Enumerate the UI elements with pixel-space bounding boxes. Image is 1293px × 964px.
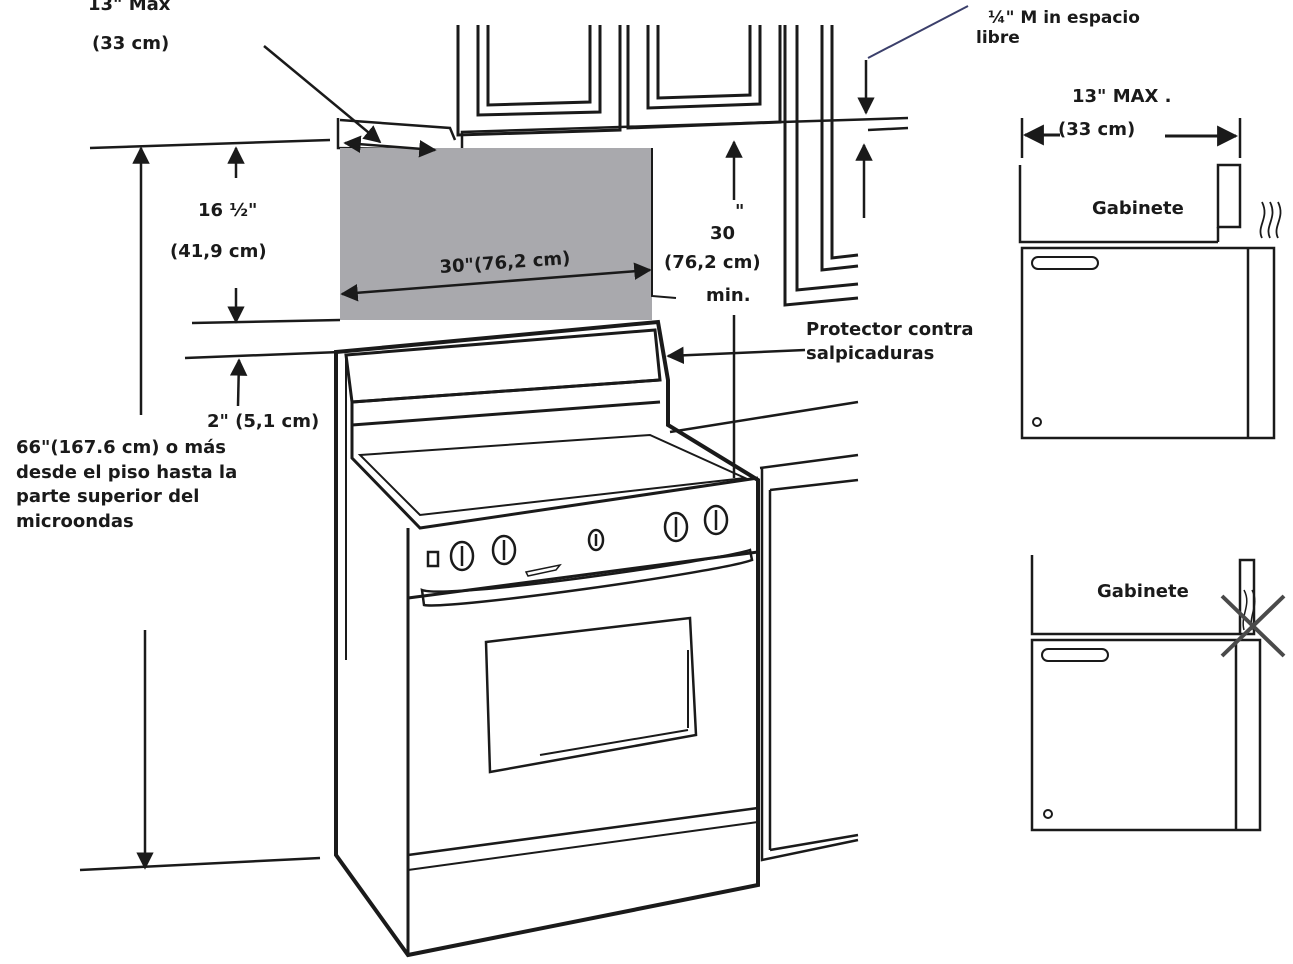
cabinet-label: Gabinete (1097, 581, 1189, 602)
height-16-cm-label: (41,9 cm) (170, 241, 267, 262)
backsplash-edge (651, 148, 677, 299)
clearance-label-line1: ¼" M in espacio (988, 8, 1140, 28)
countertop (669, 400, 859, 862)
side-detail-correct (1018, 118, 1276, 440)
cabinet-label: Gabinete (1092, 198, 1184, 219)
dimension-arrows (132, 45, 875, 870)
side-max-arrows (1022, 124, 1239, 147)
stove-knobs (426, 504, 729, 577)
clearance-label-line2: libre (976, 28, 1020, 48)
height-16-label: 16 ½" (198, 200, 257, 221)
floor-height-line2: desde el piso hasta la (16, 462, 237, 483)
floor-height-line1: 66"(167.6 cm) o más (16, 437, 226, 458)
clearance-30-cm-label: (76,2 cm) (664, 252, 761, 273)
clearance-30-min-label: min. (706, 285, 751, 306)
clearance-30-quote: " (735, 201, 744, 222)
floor-height-line4: microondas (16, 511, 134, 532)
floor-height-line3: parte superior del (16, 486, 199, 507)
side-max-label: 13" MAX . (1072, 86, 1172, 107)
heat-waves-icon (1259, 201, 1282, 239)
clearance-30-label: 30 (710, 223, 735, 244)
upper-cabinets (456, 25, 859, 307)
gap-2-label: 2" (5,1 cm) (207, 411, 319, 432)
clearance-leader (867, 5, 969, 59)
top-max-cm-label: (33 cm) (92, 33, 169, 54)
x-mark-icon (1220, 594, 1286, 658)
side-max-cm-label: (33 cm) (1058, 119, 1135, 140)
backsplash-label-line2: salpicaduras (806, 343, 934, 364)
backsplash-area (340, 148, 652, 320)
range-stove (334, 319, 760, 958)
dimension-lines (79, 126, 909, 872)
top-max-label: 13" Max (88, 0, 171, 15)
backsplash-label-line1: Protector contra (806, 319, 974, 340)
